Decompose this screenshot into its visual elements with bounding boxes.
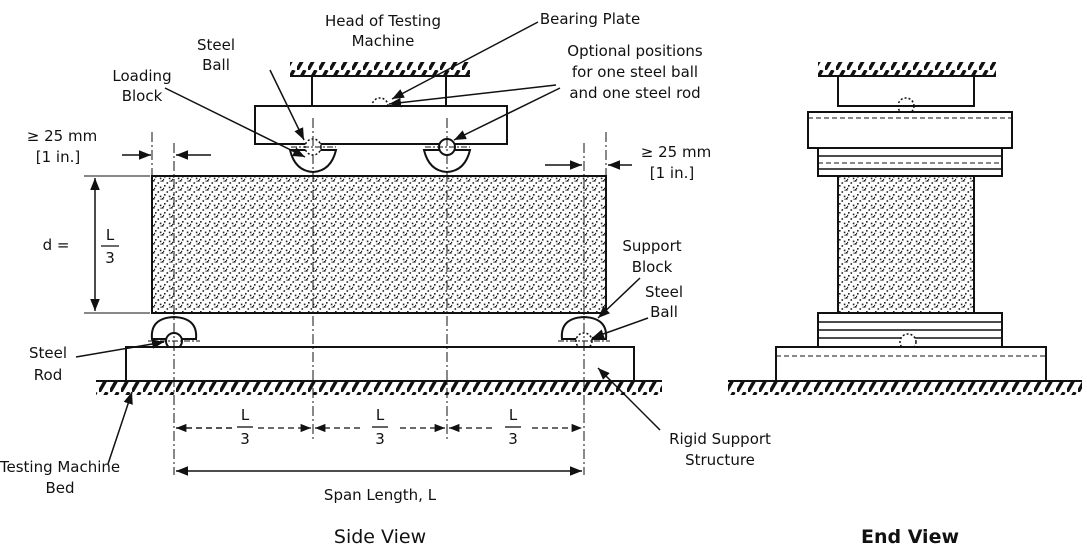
steel-ball-bottom-label-line2: Ball bbox=[650, 303, 678, 321]
loading-block-label-line2: Block bbox=[122, 87, 163, 105]
third-span-2-numerator: L bbox=[376, 406, 385, 424]
end-loading-beam bbox=[807, 111, 1013, 149]
support-block-label: Support bbox=[622, 237, 681, 255]
end-concrete-specimen bbox=[837, 175, 975, 314]
edge-distance-left-label-line2: [1 in.] bbox=[36, 148, 80, 166]
optional-positions-label: Optional positions bbox=[567, 42, 703, 60]
head-of-machine-label: Head of Testing bbox=[325, 12, 441, 30]
third-span-1-denominator: 3 bbox=[240, 430, 250, 448]
edge-distance-left-label: ≥ 25 mm bbox=[27, 127, 97, 145]
steel-rod-label: Steel bbox=[29, 344, 67, 362]
machine-bed-hatch bbox=[96, 380, 662, 395]
bearing-plate-label: Bearing Plate bbox=[540, 10, 640, 28]
edge-distance-right-label: ≥ 25 mm bbox=[641, 143, 711, 161]
third-span-3-numerator: L bbox=[509, 406, 518, 424]
rigid-support-label: Rigid Support bbox=[669, 430, 771, 448]
loading-block-label: Loading bbox=[112, 67, 171, 85]
depth-dimension bbox=[84, 175, 150, 314]
rigid-support-label-line2: Structure bbox=[685, 451, 755, 469]
end-bearing-plate bbox=[837, 75, 975, 107]
side-view: Head of Testing Machine Bearing Plate St… bbox=[0, 10, 771, 548]
third-span-2-denominator: 3 bbox=[375, 430, 385, 448]
depth-label: d = bbox=[43, 236, 70, 254]
steel-ball-top-label-line2: Ball bbox=[202, 56, 230, 74]
machine-bed-label: Testing Machine bbox=[0, 458, 120, 476]
optional-positions-label-line3: and one steel rod bbox=[569, 84, 700, 102]
center-lines bbox=[151, 118, 607, 475]
machine-bed-label-line2: Bed bbox=[45, 479, 74, 497]
concrete-specimen bbox=[151, 175, 607, 314]
support-block-label-line2: Block bbox=[632, 258, 673, 276]
edge-distance-arrows bbox=[122, 150, 632, 170]
span-length-label: Span Length, L bbox=[324, 486, 437, 504]
rigid-support-base bbox=[125, 346, 635, 382]
third-span-3-denominator: 3 bbox=[508, 430, 518, 448]
head-of-machine-label-line2: Machine bbox=[352, 32, 415, 50]
steel-rod-label-line2: Rod bbox=[34, 366, 62, 384]
end-head-hatch bbox=[818, 62, 996, 77]
loading-beam bbox=[254, 105, 508, 145]
edge-distance-right-label-line2: [1 in.] bbox=[650, 164, 694, 182]
machine-head-hatch bbox=[290, 62, 470, 77]
end-view-title: End View bbox=[861, 526, 959, 548]
end-bed-hatch bbox=[728, 380, 1082, 395]
end-rigid-base bbox=[775, 346, 1047, 382]
steel-ball-top-label: Steel bbox=[197, 36, 235, 54]
third-span-1-numerator: L bbox=[241, 406, 250, 424]
side-view-title: Side View bbox=[334, 526, 426, 548]
end-loading-block bbox=[817, 147, 1003, 177]
depth-fraction-denominator: 3 bbox=[105, 249, 115, 267]
optional-positions-label-line2: for one steel ball bbox=[572, 63, 698, 81]
end-view: End View bbox=[728, 62, 1082, 548]
leader-lines bbox=[75, 21, 661, 465]
depth-fraction-numerator: L bbox=[106, 226, 115, 244]
steel-ball-bottom-label: Steel bbox=[645, 283, 683, 301]
